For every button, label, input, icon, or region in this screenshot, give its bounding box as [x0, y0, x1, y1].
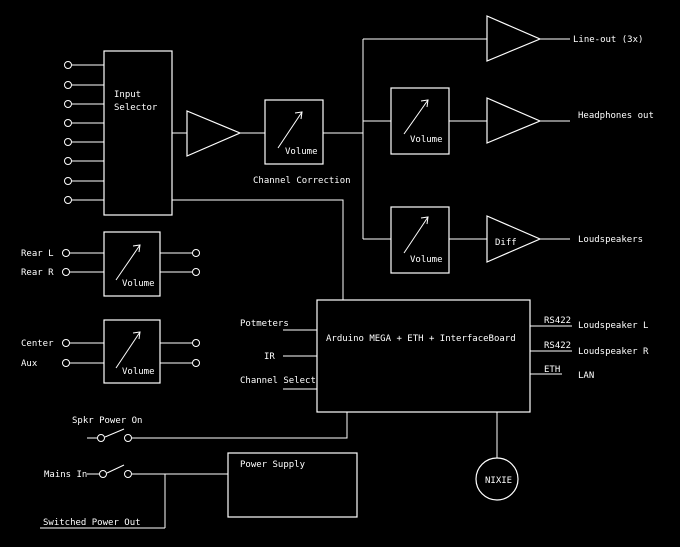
center-label: Center — [21, 339, 54, 349]
channel-select-label: Channel Select — [240, 376, 316, 386]
pre-amplifier-triangle — [186, 110, 242, 157]
loudspeaker-l-label: Loudspeaker L — [578, 321, 648, 331]
aux-label: Aux — [21, 359, 38, 369]
eth-label: ETH — [544, 365, 560, 375]
spkr-power-on-label: Spkr Power On — [72, 416, 142, 426]
input-selector-block — [103, 50, 173, 216]
rs422-a-label: RS422 — [544, 316, 571, 326]
headphones-volume-label: Volume — [410, 135, 443, 145]
power-supply-block — [227, 452, 358, 518]
switched-power-out-label: Switched Power Out — [43, 518, 141, 528]
rear-volume-block: Volume — [103, 231, 161, 297]
rear-volume-label: Volume — [122, 279, 155, 289]
power-supply-label: Power Supply — [240, 460, 306, 470]
center-volume-block: Volume — [103, 319, 161, 384]
rs422-b-label: RS422 — [544, 341, 571, 351]
potmeters-label: Potmeters — [240, 319, 289, 329]
channel-volume-block: Volume — [264, 99, 324, 165]
arduino-controller-block — [316, 299, 531, 413]
arduino-controller-label: Arduino MEGA + ETH + InterfaceBoard — [326, 334, 516, 344]
channel-correction-label: Channel Correction — [253, 176, 351, 186]
input-selector-label-2: Selector — [114, 103, 158, 113]
headphones-volume-block: Volume — [390, 87, 450, 155]
nixie-display — [475, 457, 519, 501]
lan-label: LAN — [578, 371, 594, 381]
loudspeakers-volume-block: Volume — [390, 206, 450, 274]
loudspeakers-volume-label: Volume — [410, 255, 443, 265]
mains-in-label: Mains In — [44, 470, 87, 480]
channel-volume-label: Volume — [285, 147, 318, 157]
line-out-label: Line-out (3x) — [573, 35, 643, 45]
center-volume-label: Volume — [122, 367, 155, 377]
nixie-label: NIXIE — [485, 476, 512, 486]
ir-label: IR — [264, 352, 275, 362]
rear-l-label: Rear L — [21, 249, 54, 259]
loudspeakers-label: Loudspeakers — [578, 235, 643, 245]
input-ports — [64, 61, 104, 204]
loudspeaker-r-label: Loudspeaker R — [578, 347, 649, 357]
diff-label: Diff — [495, 238, 517, 248]
line-out-amplifier-triangle — [486, 15, 542, 62]
headphones-amplifier-triangle — [486, 97, 542, 144]
input-selector-label-1: Input — [114, 90, 141, 100]
diff-amplifier-triangle — [486, 215, 542, 263]
rear-r-label: Rear R — [21, 268, 54, 278]
headphones-label: Headphones out — [578, 111, 654, 121]
